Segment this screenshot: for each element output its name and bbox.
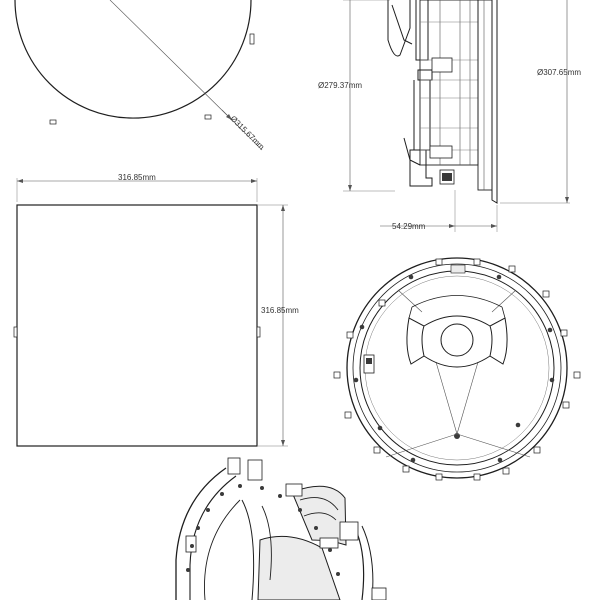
speaker-front-view xyxy=(333,257,581,481)
front-view-tabs xyxy=(333,258,581,481)
perspective-brackets xyxy=(185,457,387,600)
square-grille-width-label: 316.85mm xyxy=(118,173,156,182)
speaker-side-view: Ø279.37mm Ø307.65mm xyxy=(318,0,581,232)
square-grille-height-label: 316.85mm xyxy=(261,306,299,315)
speaker-inner-diameter-label: Ø279.37mm xyxy=(318,81,362,90)
front-view-switch xyxy=(363,264,466,374)
front-view-screws xyxy=(353,274,555,463)
perspective-screws xyxy=(186,484,340,576)
speaker-depth-label: 54.29mm xyxy=(392,222,426,231)
horn-waveguide xyxy=(406,295,508,368)
square-grille-view: 316.85mm 316.85mm xyxy=(13,173,299,447)
speaker-perspective-view xyxy=(175,457,387,600)
round-grille-view: Ø315.67mm xyxy=(14,0,267,152)
front-view-mounting-lines xyxy=(385,289,531,458)
round-grille-diameter-label: Ø315.67mm xyxy=(229,114,267,152)
speaker-outer-diameter-label: Ø307.65mm xyxy=(537,68,581,77)
